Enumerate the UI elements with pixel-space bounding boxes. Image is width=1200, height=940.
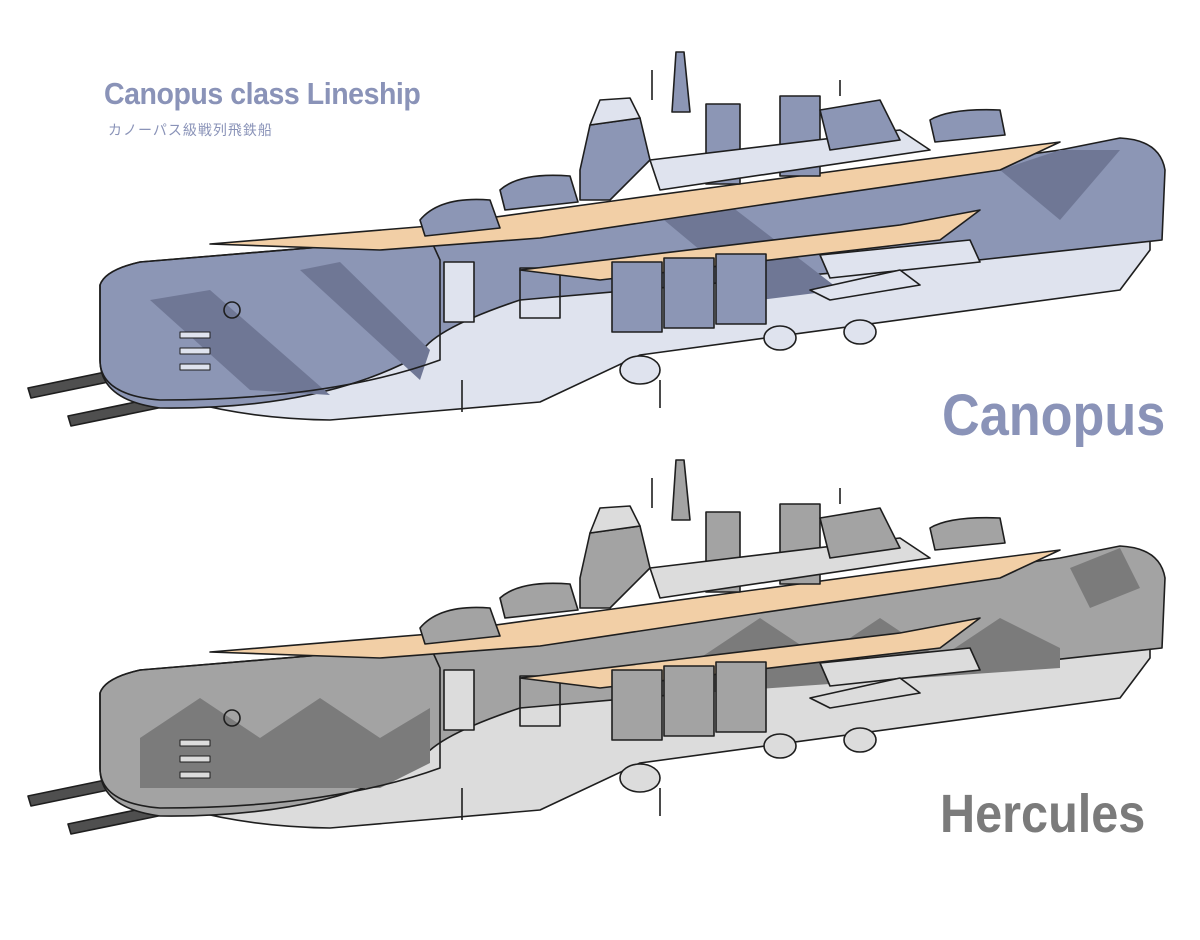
side-tube	[819, 647, 981, 687]
wing-fin	[809, 677, 921, 709]
hull-emblem	[223, 301, 241, 319]
camouflage-zigzag	[140, 698, 430, 788]
gun-turret	[929, 108, 1006, 143]
armor-panel	[715, 253, 767, 325]
camouflage-patch	[1070, 548, 1140, 608]
gun-turret	[419, 606, 501, 645]
page-title: Canopus class Lineship	[104, 76, 421, 111]
gun-turret	[499, 582, 579, 619]
lower-turret	[843, 319, 877, 345]
rear-superstructure	[819, 507, 901, 559]
hull-emblem	[223, 709, 241, 727]
lower-turret	[619, 355, 661, 385]
hull-panel	[443, 261, 475, 323]
page-subtitle: カノーパス級戦列飛鉄船	[108, 123, 273, 139]
main-deck	[209, 141, 1061, 251]
ship-body	[27, 459, 1166, 835]
gun-turret	[929, 516, 1006, 551]
bow-vent	[179, 739, 211, 747]
bow-vent	[179, 771, 211, 779]
armor-panel	[611, 261, 663, 333]
bow-vent	[179, 363, 211, 371]
mast	[671, 51, 691, 113]
side-tube	[819, 239, 981, 279]
armor-panel	[663, 665, 715, 737]
camouflage-stripe	[1000, 150, 1120, 220]
ship-illustration-canopus	[27, 51, 1166, 427]
bow-block	[99, 237, 441, 401]
bridge-tower	[579, 525, 651, 609]
gun-turret	[499, 174, 579, 211]
lower-turret	[763, 325, 797, 351]
wing-fin	[809, 269, 921, 301]
camouflage-stripe	[300, 262, 430, 380]
main-deck	[209, 549, 1061, 659]
armor-panel	[663, 257, 715, 329]
bow-vent	[179, 755, 211, 763]
bow-block	[99, 645, 441, 809]
bridge-top	[589, 505, 641, 534]
lower-turret	[619, 763, 661, 793]
mast	[671, 459, 691, 521]
lower-turret	[843, 727, 877, 753]
hull-panel	[443, 669, 475, 731]
armor-panel	[715, 661, 767, 733]
bow-vent	[179, 331, 211, 339]
gun-turret	[419, 198, 501, 237]
rear-superstructure	[819, 99, 901, 151]
camouflage-stripe	[150, 290, 330, 395]
armor-panel	[611, 669, 663, 741]
ship-label-hercules: Hercules	[940, 784, 1146, 844]
bow-vent	[179, 347, 211, 355]
bridge-top	[589, 97, 641, 126]
bridge-tower	[579, 117, 651, 201]
ship-body	[27, 51, 1166, 427]
lower-turret	[763, 733, 797, 759]
ship-illustration-hercules	[27, 459, 1166, 835]
ship-label-canopus: Canopus	[942, 383, 1166, 448]
